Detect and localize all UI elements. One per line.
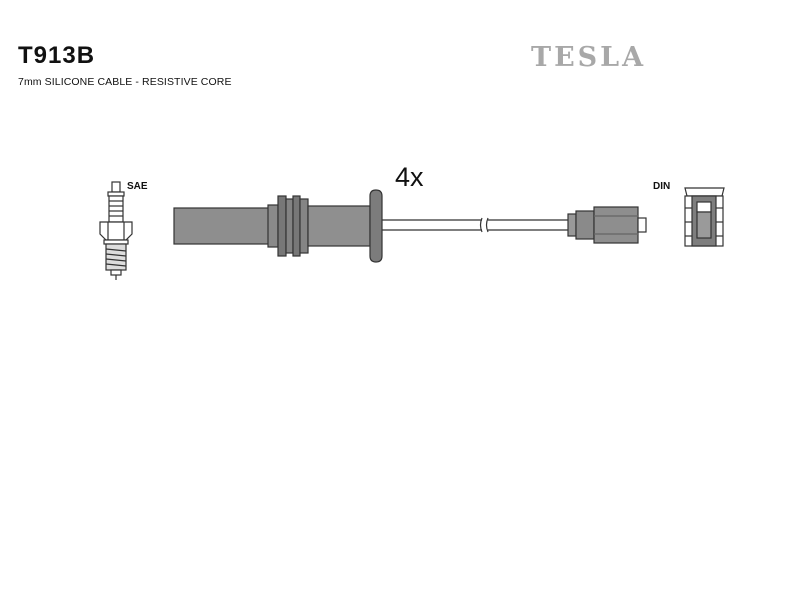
- silicone-cable: [382, 217, 568, 233]
- din-terminal-icon: [684, 187, 725, 247]
- quantity-label: 4x: [395, 162, 424, 192]
- distributor-boot: [567, 206, 647, 244]
- sae-connector-label: SAE: [127, 181, 148, 192]
- brand-logo: TESLA: [531, 42, 647, 73]
- part-number-title: T913B: [18, 42, 96, 69]
- spark-plug-icon: [99, 181, 133, 280]
- spark-plug-boot: [173, 189, 383, 263]
- din-connector-label: DIN: [653, 181, 671, 192]
- cable-specification: 7mm SILICONE CABLE - RESISTIVE CORE: [18, 76, 232, 88]
